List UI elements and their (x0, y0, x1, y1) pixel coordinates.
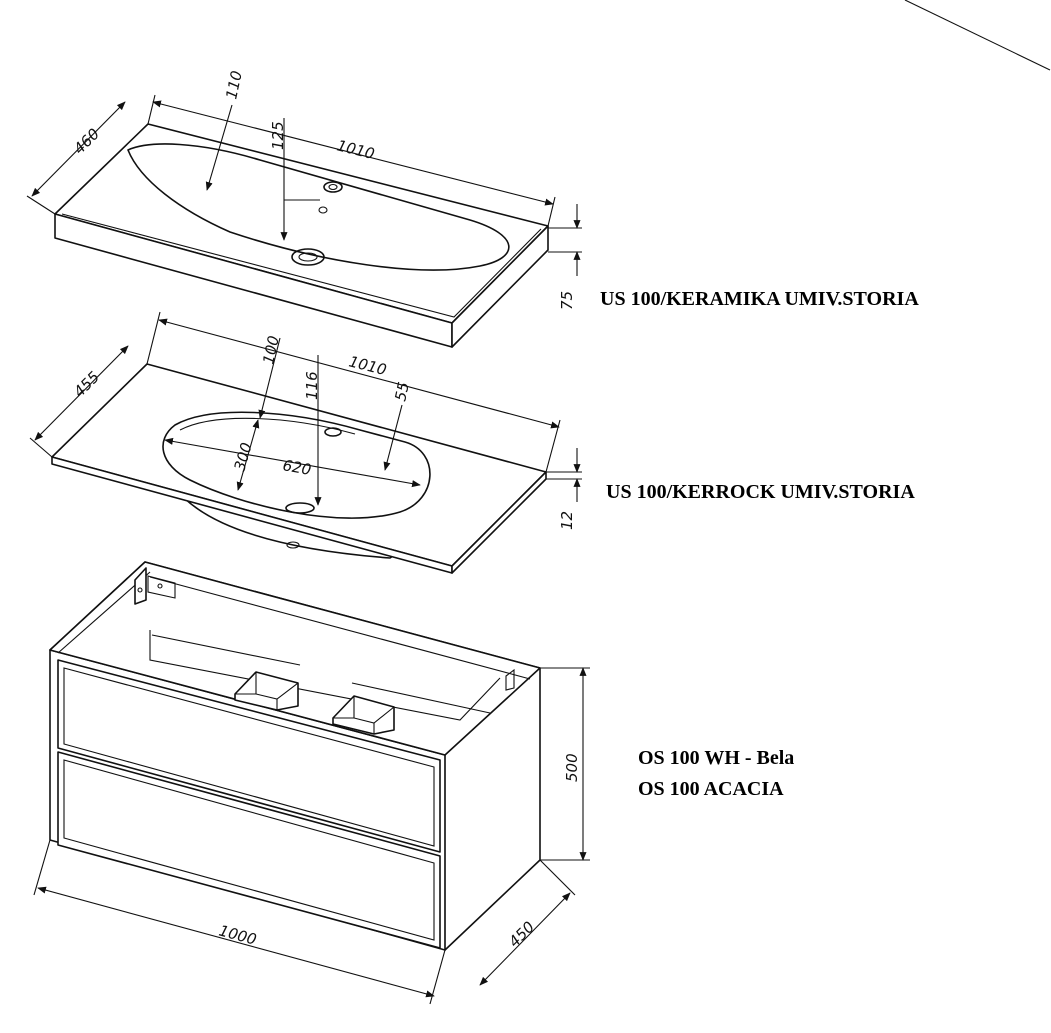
kerrock-offset-c-label: 55 (391, 380, 413, 402)
ceramic-width-label: 1010 (335, 136, 376, 163)
ceramic-height-label: 75 (558, 291, 576, 310)
washbasin-ceramic-title: US 100/KERAMIKA UMIV.STORIA (600, 288, 919, 310)
kerrock-offset-a-label: 100 (259, 334, 283, 366)
ceramic-hole-offset-label: 125 (269, 121, 287, 150)
washbasin-kerrock-title: US 100/KERROCK UMIV.STORIA (606, 481, 915, 503)
ceramic-tap-offset-label: 110 (222, 69, 246, 101)
kerrock-bowl-width-label: 620 (281, 456, 312, 479)
cabinet-dims (33, 667, 590, 1005)
cabinet-title-1: OS 100 WH - Bela (638, 747, 794, 769)
corner-line (904, 0, 1051, 71)
cabinet-width-label: 1000 (217, 921, 259, 948)
cabinet-title-2: OS 100 ACACIA (638, 778, 784, 800)
kerrock-offset-b-label: 116 (303, 371, 321, 400)
kerrock-width-label: 1010 (347, 352, 388, 379)
cabinet-height-label: 500 (563, 753, 581, 782)
cabinet-depth-label: 450 (505, 918, 538, 951)
ceramic-dims (26, 94, 582, 276)
cabinet (49, 561, 541, 951)
kerrock-thickness-label: 12 (558, 511, 576, 530)
kerrock-dims (29, 311, 582, 506)
washbasin-ceramic (54, 123, 549, 348)
kerrock-depth-label: 455 (70, 368, 103, 401)
